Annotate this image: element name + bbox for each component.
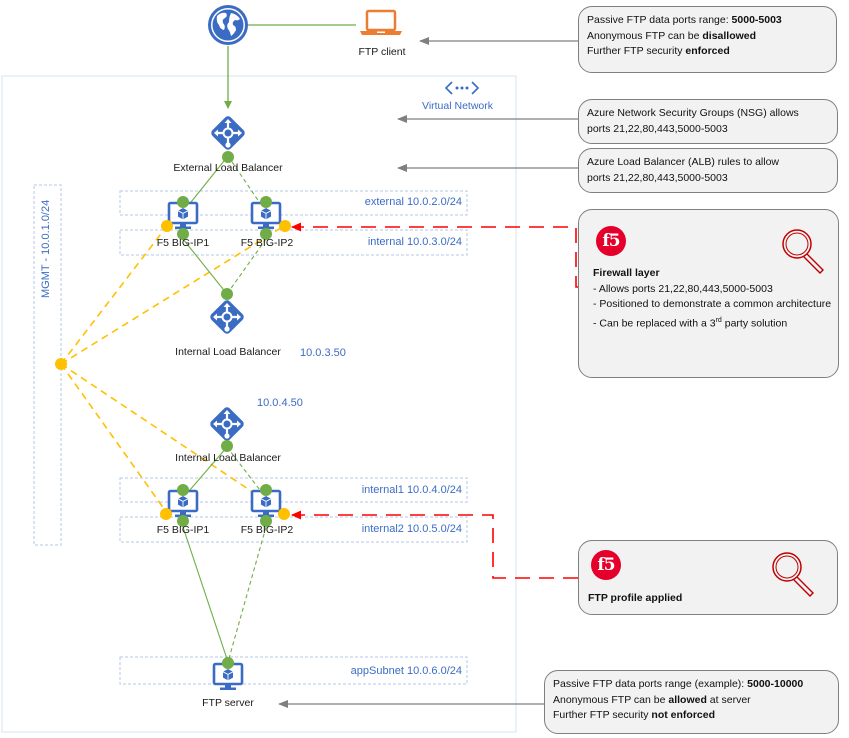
subnet-internal1-label: internal1 10.0.4.0/24 xyxy=(361,484,462,496)
subnet-internal1-box xyxy=(119,477,468,503)
load-balancer-icon xyxy=(207,404,247,444)
callout-text: Further FTP security xyxy=(553,709,652,721)
subnet-app-label: appSubnet 10.0.6.0/24 xyxy=(350,665,462,677)
callout-bold-text: disallowed xyxy=(702,29,757,42)
callout-text: Passive FTP data ports range: xyxy=(587,14,732,26)
laptop-icon xyxy=(360,9,402,35)
bigip1-bottom-label: F5 BIG-IP1 xyxy=(156,524,210,536)
callout-bold-text: allowed xyxy=(668,693,707,706)
internal-lb-2-ip: 10.0.4.50 xyxy=(257,397,303,409)
subnet-internal2-box xyxy=(119,516,468,543)
callout-text: at server xyxy=(706,693,751,706)
virtual-network-boundary xyxy=(1,75,517,733)
load-balancer-icon xyxy=(207,297,247,337)
callout-title: Firewall layer xyxy=(593,267,660,279)
vnet-icon xyxy=(444,81,480,95)
ftp-server-label: FTP server xyxy=(202,697,254,709)
ftp-client-label: FTP client xyxy=(358,46,406,58)
callout-text: ports 21,22,80,443,5000-5003 xyxy=(587,171,728,184)
callout-alb: Azure Load Balancer (ALB) rules to allow… xyxy=(578,148,838,193)
f5-logo-icon: f5 xyxy=(591,550,621,580)
callout-bold-text: 5000-5003 xyxy=(731,14,782,26)
callout-text: Anonymous FTP can be xyxy=(553,693,669,706)
callout-ftp-profile: f5 FTP profile applied xyxy=(578,540,838,615)
callout-text: Azure Network Security Groups (NSG) allo… xyxy=(587,107,799,119)
callout-text: - Can be replaced with a 3 xyxy=(593,317,716,329)
callout-list-item: - Can be replaced with a 3rd party solut… xyxy=(593,313,833,332)
callout-bold-text: 5000-10000 xyxy=(747,678,804,690)
magnifier-icon xyxy=(782,229,824,274)
subnet-internal2-label: internal2 10.0.5.0/24 xyxy=(361,523,462,535)
subnet-external-box xyxy=(119,190,468,216)
callout-superscript: rd xyxy=(715,316,722,324)
magnifier-icon xyxy=(772,552,814,597)
callout-ftp-server: Passive FTP data ports range (example): … xyxy=(544,670,839,734)
bigip2-bottom-label: F5 BIG-IP2 xyxy=(240,524,294,536)
f5-logo-icon: f5 xyxy=(596,226,626,256)
globe-icon xyxy=(208,5,248,45)
callout-list-item: - Positioned to demonstrate a common arc… xyxy=(593,298,832,310)
callout-text: Further FTP security xyxy=(587,45,686,57)
subnet-internal-label: internal 10.0.3.0/24 xyxy=(367,236,462,248)
subnet-external-label: external 10.0.2.0/24 xyxy=(364,196,462,208)
callout-list-item: - Allows ports 21,22,80,443,5000-5003 xyxy=(593,282,773,295)
callout-text: party solution xyxy=(721,317,788,329)
load-balancer-icon xyxy=(208,113,248,153)
bigip1-top-label: F5 BIG-IP1 xyxy=(156,237,210,249)
callout-text: Azure Load Balancer (ALB) rules to allow xyxy=(587,156,780,168)
callout-firewall-layer: f5 Firewall layer - Allows ports 21,22,8… xyxy=(578,209,839,378)
callout-text: Passive FTP data ports range (example): xyxy=(553,678,748,690)
callout-text: Anonymous FTP can be xyxy=(587,29,703,42)
callout-bold-text: not enforced xyxy=(651,709,716,721)
callout-title: FTP profile applied xyxy=(588,592,683,604)
bigip2-top-label: F5 BIG-IP2 xyxy=(240,237,294,249)
subnet-mgmt-label: MGMT - 10.0.1.0/24 xyxy=(40,199,52,298)
subnet-app-box xyxy=(119,656,468,685)
external-lb-label: External Load Balancer xyxy=(173,162,283,174)
subnet-internal-box xyxy=(119,229,468,256)
callout-nsg: Azure Network Security Groups (NSG) allo… xyxy=(578,99,838,144)
callout-bold-text: enforced xyxy=(685,45,730,57)
mgmt-links xyxy=(60,225,285,514)
virtual-network-label: Virtual Network xyxy=(422,100,493,112)
callout-ftp-client: Passive FTP data ports range: 5000-5003 … xyxy=(578,6,837,73)
internal-lb-1-ip: 10.0.3.50 xyxy=(300,347,346,359)
mgmt-dots xyxy=(55,220,291,520)
callout-text: ports 21,22,80,443,5000-5003 xyxy=(587,122,728,135)
interface-dots xyxy=(177,151,272,669)
internal-lb-2-label: Internal Load Balancer xyxy=(175,452,281,464)
internal-lb-1-label: Internal Load Balancer xyxy=(175,346,281,358)
